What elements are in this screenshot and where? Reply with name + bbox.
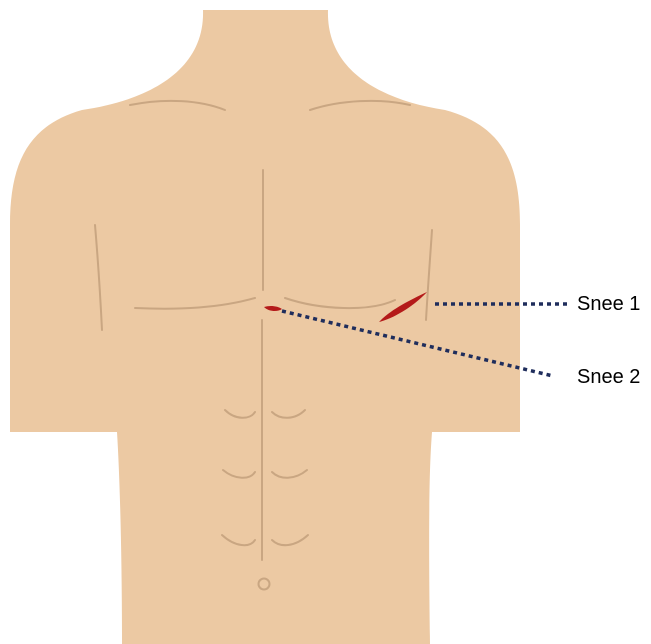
incision-2-label: Snee 2 — [577, 367, 640, 387]
incision-1-label: Snee 1 — [577, 294, 640, 314]
torso-silhouette — [10, 10, 520, 644]
